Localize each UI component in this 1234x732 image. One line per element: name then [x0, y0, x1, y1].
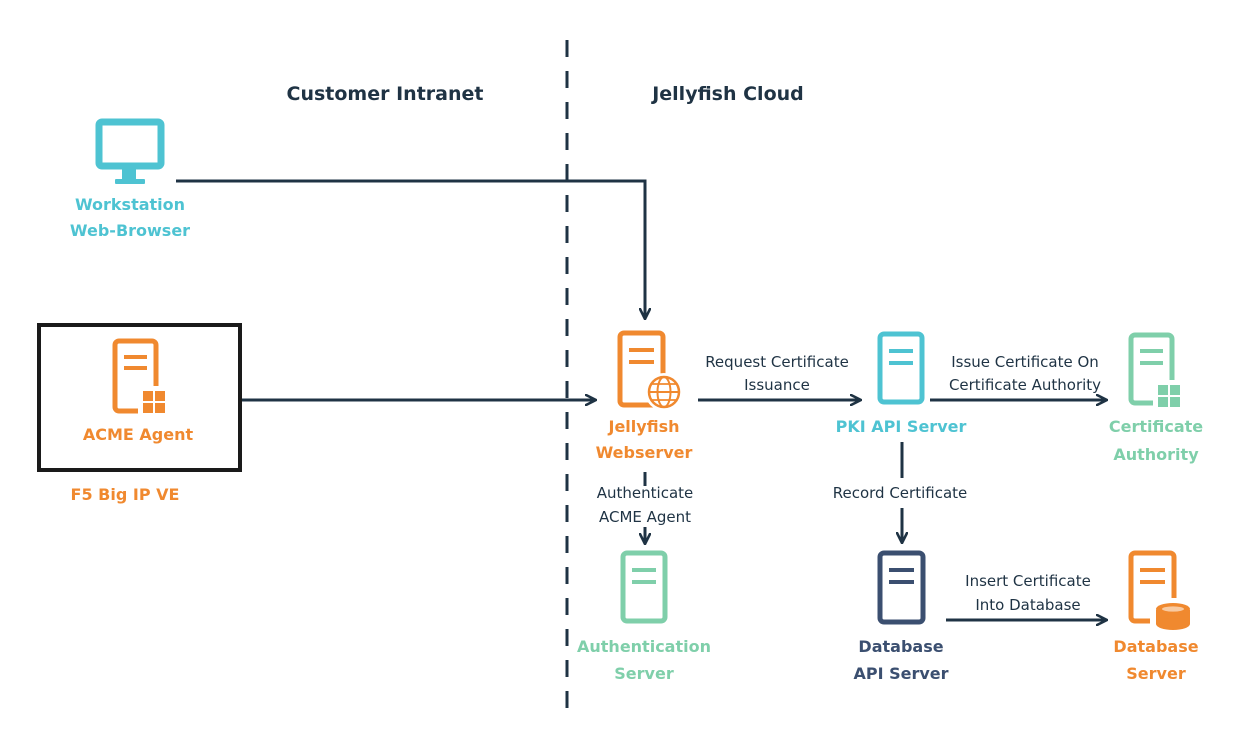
device-caption-f5: F5 Big IP VE	[71, 485, 180, 504]
node-label-workstation-1: Workstation	[75, 195, 185, 214]
node-label-dbapi-2: API Server	[853, 664, 948, 683]
server-database-icon	[1128, 550, 1196, 634]
edge-label-request-2: Issuance	[744, 376, 810, 394]
server-icon	[620, 550, 668, 624]
edge-workstation-to-webserver	[176, 179, 645, 318]
server-grid-icon	[1128, 332, 1185, 412]
node-label-db-1: Database	[1113, 637, 1198, 656]
node-label-auth-1: Authentication	[577, 637, 711, 656]
server-icon	[877, 550, 926, 625]
edge-label-auth-1: Authenticate	[597, 484, 694, 502]
f5-device-box	[37, 323, 242, 472]
node-label-db-2: Server	[1126, 664, 1186, 683]
edge-label-request-1: Request Certificate	[705, 353, 849, 371]
edge-label-issue-1: Issue Certificate On	[951, 353, 1099, 371]
node-label-ca-2: Authority	[1113, 445, 1199, 464]
node-label-workstation-2: Web-Browser	[70, 221, 190, 240]
edge-label-record: Record Certificate	[833, 484, 968, 502]
edge-label-insert-2: Into Database	[975, 596, 1080, 614]
server-globe-icon	[617, 330, 683, 411]
node-label-dbapi-1: Database	[858, 637, 943, 656]
zone-title-intranet: Customer Intranet	[287, 83, 484, 105]
node-label-pki: PKI API Server	[836, 417, 967, 436]
node-label-ca-1: Certificate	[1109, 417, 1203, 436]
node-label-webserver-2: Webserver	[596, 443, 693, 462]
edge-label-auth-2: ACME Agent	[599, 508, 691, 526]
node-label-auth-2: Server	[614, 664, 674, 683]
zone-title-cloud: Jellyfish Cloud	[650, 83, 804, 105]
monitor-icon	[95, 118, 165, 184]
node-label-acme-agent: ACME Agent	[83, 425, 194, 444]
edge-label-insert-1: Insert Certificate	[965, 572, 1091, 590]
server-icon	[877, 331, 925, 405]
node-label-webserver-1: Jellyfish	[608, 417, 680, 436]
edge-label-issue-2: Certificate Authority	[949, 376, 1101, 394]
server-grid-icon	[112, 338, 170, 418]
